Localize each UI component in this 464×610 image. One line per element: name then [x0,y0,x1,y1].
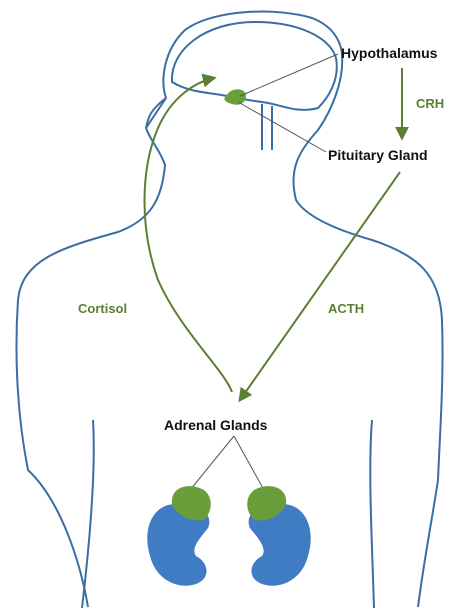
adrenal-glands-label: Adrenal Glands [164,417,268,433]
left-arm-line [82,420,94,608]
acth-label: ACTH [328,301,364,316]
hypothalamus-pointer-line [240,54,338,96]
acth-arrow [240,172,400,400]
crh-label: CRH [416,96,444,111]
hypothalamus-label: Hypothalamus [341,45,438,61]
cortisol-arrow [145,78,233,392]
right-arm-line [370,420,374,608]
hypothalamus-pituitary-blob [224,89,246,104]
adrenal-pointer-left [190,436,234,490]
adrenal-pointer-right [234,436,264,490]
brain-outline [172,22,337,110]
cortisol-label: Cortisol [78,301,127,316]
pituitary-label: Pituitary Gland [328,147,428,163]
brainstem [262,104,272,150]
